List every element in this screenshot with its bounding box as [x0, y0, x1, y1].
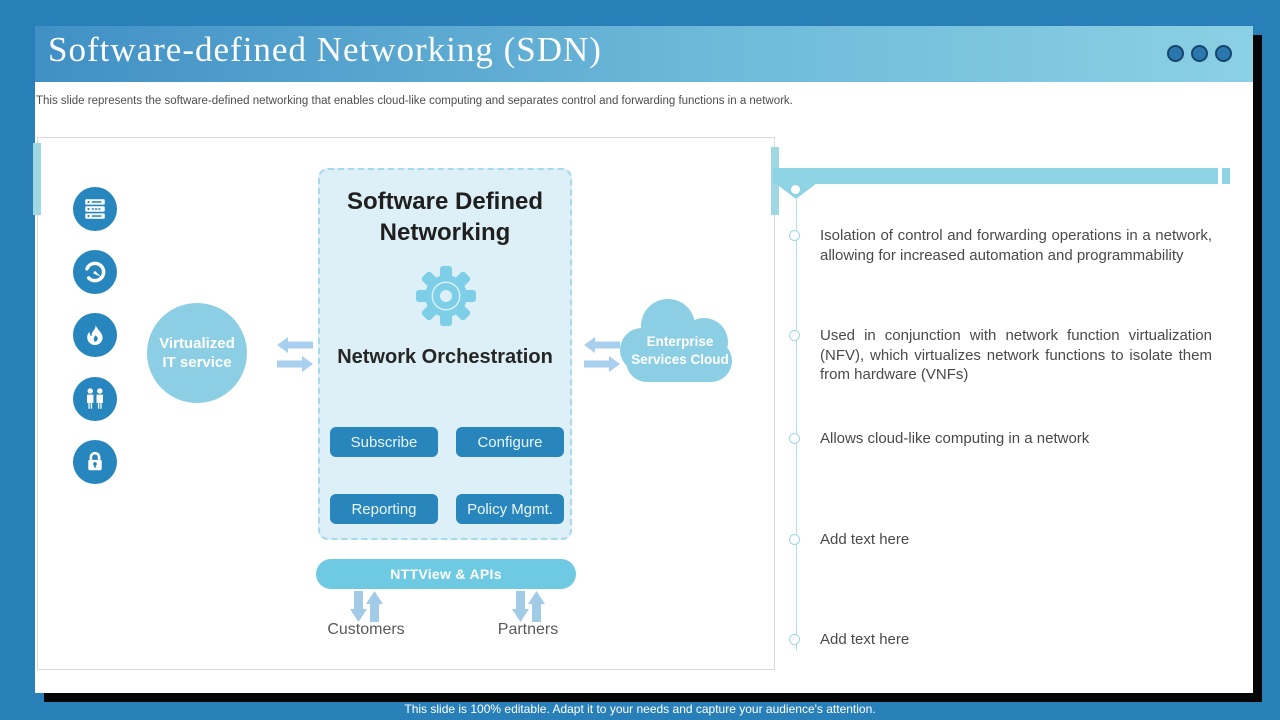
- ribbon-dot: [791, 185, 800, 194]
- virtualized-it-service-circle: Virtualized IT service: [147, 303, 247, 403]
- title-banner: [35, 26, 1253, 82]
- dot-icon: [1167, 45, 1184, 62]
- lock-icon: [73, 440, 117, 484]
- gear-icon: [414, 264, 478, 328]
- nttview-apis-bar[interactable]: NTTView & APIs: [316, 559, 576, 589]
- bullet-text: Allows cloud-like computing in a network: [820, 430, 1090, 447]
- customers-label: Customers: [327, 621, 405, 638]
- cloud-label: Enterprise Services Cloud: [631, 334, 729, 367]
- sdn-dashed-box: [318, 168, 572, 540]
- accent-bar-cap: [1222, 168, 1230, 184]
- decorative-dots: [1167, 45, 1232, 62]
- bullet-text: Used in conjunction with network functio…: [820, 327, 1212, 383]
- policy-mgmt-button[interactable]: Policy Mgmt.: [456, 494, 564, 524]
- subscribe-button[interactable]: Subscribe: [330, 427, 438, 457]
- sdn-box-title: Software Defined Networking: [346, 188, 544, 246]
- updown-arrows-icon: [512, 591, 545, 622]
- bullet-icon: [789, 534, 800, 545]
- dot-icon: [1191, 45, 1208, 62]
- bullet-icon: [789, 634, 800, 645]
- bidirectional-arrows-icon: [584, 337, 620, 372]
- bullet-text: Add text here: [820, 631, 910, 648]
- updown-arrows-icon: [350, 591, 383, 622]
- accent-bar: [773, 168, 1218, 184]
- configure-button[interactable]: Configure: [456, 427, 564, 457]
- flame-icon: [73, 313, 117, 357]
- footer-note: This slide is 100% editable. Adapt it to…: [404, 702, 876, 716]
- gauge-icon: [73, 250, 117, 294]
- bidirectional-arrows-icon: [277, 337, 313, 372]
- network-orchestration-label: Network Orchestration: [337, 346, 553, 368]
- timeline-line: [796, 199, 797, 651]
- slide-subtitle: This slide represents the software-defin…: [36, 95, 793, 107]
- cloud-icon: [616, 296, 742, 386]
- bullet-text: Isolation of control and forwarding oper…: [820, 227, 1212, 264]
- bullet-text: Add text here: [820, 531, 910, 548]
- virtualized-it-service-label: Virtualized IT service: [159, 335, 235, 371]
- bullet-icon: [789, 330, 800, 341]
- reporting-button[interactable]: Reporting: [330, 494, 438, 524]
- left-accent-strip: [33, 143, 41, 215]
- page-title: Software-defined Networking (SDN): [48, 30, 602, 69]
- server-icon: [73, 187, 117, 231]
- dot-icon: [1215, 45, 1232, 62]
- people-icon: [73, 377, 117, 421]
- bullet-icon: [789, 433, 800, 444]
- partners-label: Partners: [497, 621, 559, 638]
- bullet-icon: [789, 230, 800, 241]
